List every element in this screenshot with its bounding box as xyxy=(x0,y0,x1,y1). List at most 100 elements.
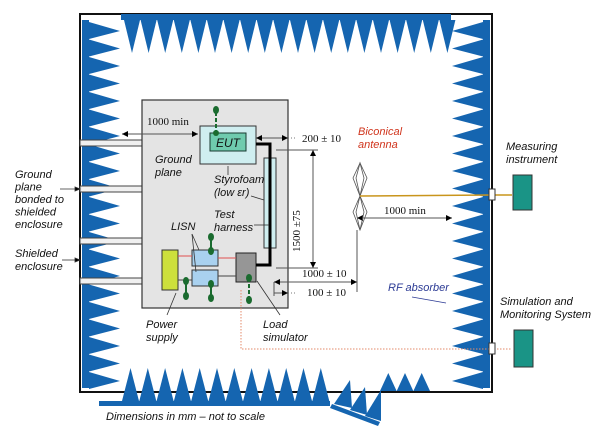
absorber-cone-left xyxy=(89,302,120,319)
eut-connector-bottom xyxy=(213,130,219,136)
absorber-cone-right xyxy=(452,179,483,197)
absorber-cone-right xyxy=(452,144,483,162)
absorber-cone-right xyxy=(452,372,483,389)
absorber-cone-right xyxy=(452,232,483,249)
absorber-cone-bottom xyxy=(312,368,330,401)
absorber-cone-top xyxy=(356,20,373,53)
absorber-cone-bottom xyxy=(380,373,397,391)
lisn-1 xyxy=(191,249,219,267)
absorber-cone-top xyxy=(439,20,456,53)
absorber-base-left xyxy=(82,20,89,388)
absorber-cone-left xyxy=(89,337,120,354)
absorber-cone-left xyxy=(89,249,120,267)
absorber-cone-bottom xyxy=(156,368,174,401)
absorber-cone-bottom xyxy=(295,368,312,401)
eut-connector-top xyxy=(213,106,219,114)
absorber-cone-left xyxy=(89,319,120,337)
power-supply xyxy=(161,249,179,291)
absorber-cone-right xyxy=(452,127,483,144)
absorber-cone-left xyxy=(89,354,120,372)
dim-eut-height: 200 ± 10 xyxy=(302,133,342,145)
absorber-cone-left xyxy=(89,74,120,92)
absorber-cone-right xyxy=(452,249,483,267)
absorber-cone-top xyxy=(256,20,273,53)
absorber-cone-top xyxy=(373,20,389,53)
absorber-base-right xyxy=(483,20,490,388)
bond-bar-3 xyxy=(79,237,143,245)
dimension-arrows xyxy=(122,131,452,296)
absorber-cone-right xyxy=(452,354,483,372)
absorber-cone-right xyxy=(452,39,483,57)
bond-bar-4 xyxy=(79,277,143,285)
absorber-cone-bottom xyxy=(173,368,191,401)
absorber-cone-right xyxy=(452,302,483,319)
svg-text:LISN: LISN xyxy=(171,221,196,233)
eut-label: EUT xyxy=(216,136,242,150)
absorber-cone-right xyxy=(452,22,483,39)
absorber-cone-left xyxy=(89,197,120,214)
absorber-cone-top xyxy=(124,20,140,53)
absorber-base-bottom xyxy=(99,401,330,406)
absorber-cone-left xyxy=(89,92,120,109)
dim-harness-length: 1500 ±75 xyxy=(291,210,303,252)
rf-absorbers xyxy=(82,14,490,426)
dim-antenna-to-harness: 1000 ± 10 xyxy=(302,268,347,280)
absorber-cone-bottom xyxy=(225,368,243,401)
absorber-cone-left xyxy=(89,57,120,74)
absorber-cone-bottom xyxy=(413,373,430,391)
eut-box xyxy=(209,132,247,152)
dim-antenna-to-wall: 1000 min xyxy=(384,205,426,217)
door-cone xyxy=(365,390,381,421)
lisn-2 xyxy=(191,269,219,287)
absorber-cone-top xyxy=(207,20,223,53)
absorber-cone-right xyxy=(452,214,483,232)
absorber-cone-top xyxy=(406,20,423,53)
absorber-cone-right xyxy=(452,337,483,354)
bond-bar-1 xyxy=(79,139,143,147)
absorber-cone-top xyxy=(223,20,240,53)
absorber-cone-right xyxy=(452,197,483,214)
absorber-cone-bottom xyxy=(260,368,278,401)
absorber-cone-top xyxy=(273,20,290,53)
svg-text:Dimensions in mm – not to scal: Dimensions in mm – not to scale xyxy=(106,411,265,423)
absorber-cone-left xyxy=(89,372,120,389)
absorber-cone-top xyxy=(323,20,340,53)
absorber-cone-bottom xyxy=(191,368,209,401)
absorber-cone-left xyxy=(89,109,120,127)
lisn-connectors xyxy=(183,233,252,304)
absorber-base-top xyxy=(121,14,451,20)
absorber-cone-left xyxy=(89,39,120,57)
absorber-cone-top xyxy=(422,20,439,53)
absorber-cone-right xyxy=(452,319,483,337)
bond-bar-2 xyxy=(79,185,143,193)
antenna-cable xyxy=(359,194,493,197)
svg-text:Styrofoam(low εr): Styrofoam(low εr) xyxy=(214,174,264,199)
absorber-cone-bottom xyxy=(122,368,139,401)
door-cone xyxy=(334,380,352,408)
absorber-cone-top xyxy=(240,20,257,53)
dimension-lines xyxy=(122,133,452,296)
simulation-monitoring-system xyxy=(513,329,534,368)
absorber-cone-bottom xyxy=(277,368,295,401)
svg-text:RF absorber: RF absorber xyxy=(388,282,450,294)
absorber-cone-top xyxy=(306,20,323,53)
dim-harness-to-edge: 100 ± 10 xyxy=(307,287,347,299)
feedthrough-1 xyxy=(488,188,496,201)
absorber-cone-right xyxy=(452,92,483,109)
absorber-cone-bottom xyxy=(396,373,414,391)
absorber-cone-left xyxy=(89,214,120,232)
absorber-cone-left xyxy=(89,162,120,179)
absorber-cone-right xyxy=(452,57,483,74)
absorber-cone-top xyxy=(290,20,306,53)
absorber-cone-bottom xyxy=(208,368,226,401)
absorber-cone-left xyxy=(89,144,120,162)
